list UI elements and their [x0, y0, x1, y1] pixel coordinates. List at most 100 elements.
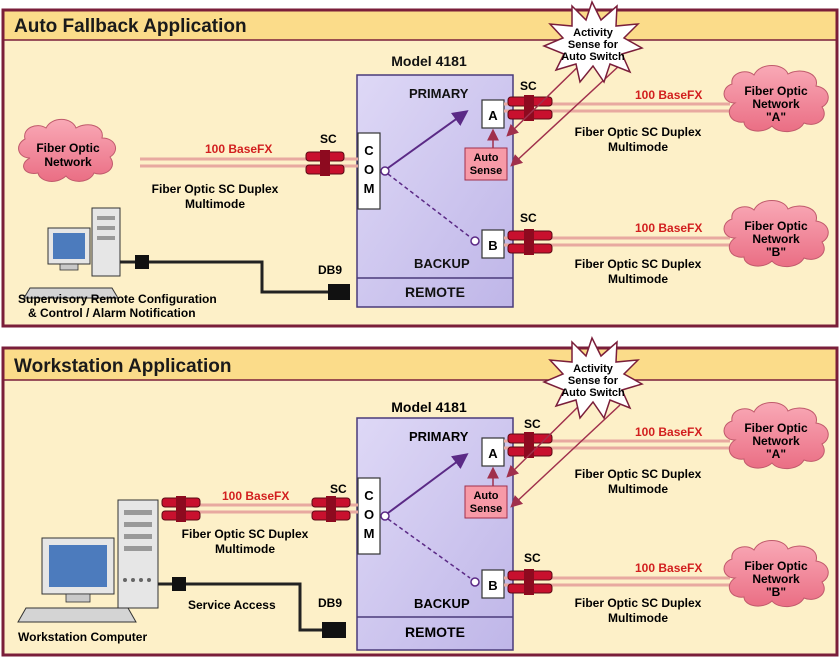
backup-label: BACKUP [414, 256, 470, 271]
service-access-label: Service Access [188, 598, 276, 612]
panel-workstation: Workstation Application Model 4181 REMOT… [1, 336, 839, 657]
primary-switch-line [387, 110, 469, 169]
cable-sub-label-left: Multimode [185, 197, 245, 211]
computer-caption-line2: & Control / Alarm Notification [28, 306, 196, 320]
speed-label-a: 100 BaseFX [635, 425, 702, 439]
computer-caption-line1: Supervisory Remote Configuration [18, 292, 217, 306]
cable-sub-label-b: Multimode [608, 611, 668, 625]
cloud-b-line2: Network [752, 572, 800, 586]
cloud-a-line1: Fiber Optic [744, 84, 808, 98]
starburst-line1: Activity [573, 27, 614, 39]
port-b-label: B [488, 238, 497, 253]
backup-switch-line [387, 518, 471, 579]
sc-label-a: SC [520, 79, 537, 93]
cloud-a-line1: Fiber Optic [744, 421, 808, 435]
panel-title-bar [4, 349, 836, 380]
activity-starburst: Activity Sense for Auto Switch [542, 336, 644, 420]
model-label: Model 4181 [391, 399, 467, 415]
cloud-a-line2: Network [752, 97, 800, 111]
port-b-label: B [488, 578, 497, 593]
cloud-b-line1: Fiber Optic [744, 219, 808, 233]
com-letter-m: M [364, 181, 375, 196]
cable-label-left: Fiber Optic SC Duplex [182, 527, 309, 541]
cable-label-left: Fiber Optic SC Duplex [152, 182, 279, 196]
fiber-network-cloud-left: Fiber Optic Network [18, 118, 117, 182]
activity-starburst: Activity Sense for Auto Switch [542, 0, 644, 84]
fiber-network-cloud-a: Fiber Optic Network "A" [723, 65, 829, 133]
com-letter-o: O [364, 162, 374, 177]
port-a [481, 437, 505, 467]
primary-switch-line [387, 453, 469, 514]
cable-sub-label-b: Multimode [608, 272, 668, 286]
fiber-network-cloud-a: Fiber Optic Network "A" [723, 402, 829, 470]
sc-label-left: SC [330, 482, 347, 496]
starburst-line2: Sense for [568, 375, 619, 387]
cable-label-a: Fiber Optic SC Duplex [575, 467, 702, 481]
cloud-b-line3: "B" [766, 245, 786, 259]
panel-title: Auto Fallback Application [14, 16, 247, 37]
sc-label-a: SC [524, 417, 541, 431]
cloud-left-line2: Network [44, 155, 92, 169]
panel-auto-fallback: Auto Fallback Application Model 4181 REM… [1, 0, 839, 328]
speed-label-b: 100 BaseFX [635, 221, 702, 235]
auto-sense-line1: Auto [473, 490, 498, 502]
port-a-label: A [488, 108, 498, 123]
auto-sense-line1: Auto [473, 152, 498, 164]
supervisory-computer [23, 207, 149, 299]
auto-sense-box [464, 147, 508, 181]
sc-connector-a [507, 432, 553, 458]
sc-connector-left [305, 150, 345, 176]
auto-sense-line2: Sense [470, 165, 502, 177]
starburst-line1: Activity [573, 363, 614, 375]
cable-sub-label-a: Multimode [608, 140, 668, 154]
cloud-b-line2: Network [752, 232, 800, 246]
db9-connector [322, 622, 346, 638]
cloud-a-line3: "A" [766, 110, 786, 124]
sc-label-b: SC [524, 551, 541, 565]
cloud-b-line1: Fiber Optic [744, 559, 808, 573]
cloud-b-line3: "B" [766, 585, 786, 599]
com-letter-c: C [364, 143, 374, 158]
workstation-computer [17, 499, 186, 623]
sc-connector-b [507, 569, 553, 595]
backup-switch-line [387, 173, 471, 238]
model-label: Model 4181 [391, 53, 467, 69]
db9-connector [328, 284, 350, 300]
speed-label-b: 100 BaseFX [635, 561, 702, 575]
fiber-network-cloud-b: Fiber Optic Network "B" [723, 540, 829, 608]
panel-title-bar [4, 11, 836, 40]
starburst-line2: Sense for [568, 39, 619, 51]
port-a [481, 99, 505, 129]
sc-connector-left [311, 496, 351, 522]
sc-label-b: SC [520, 211, 537, 225]
cable-label-b: Fiber Optic SC Duplex [575, 257, 702, 271]
speed-label-a: 100 BaseFX [635, 88, 702, 102]
primary-label: PRIMARY [409, 429, 469, 444]
cable-sub-label-a: Multimode [608, 482, 668, 496]
remote-label: REMOTE [405, 284, 465, 300]
computer-caption-line1: Workstation Computer [18, 630, 147, 644]
com-letter-c: C [364, 488, 374, 503]
device-model-4181 [356, 74, 514, 308]
cable-sub-label-left: Multimode [215, 542, 275, 556]
com-letter-m: M [364, 526, 375, 541]
speed-label-left: 100 BaseFX [222, 489, 289, 503]
cloud-a-line2: Network [752, 434, 800, 448]
auto-sense-line2: Sense [470, 503, 502, 515]
cable-label-a: Fiber Optic SC Duplex [575, 125, 702, 139]
port-a-label: A [488, 446, 498, 461]
cable-label-b: Fiber Optic SC Duplex [575, 596, 702, 610]
remote-label: REMOTE [405, 624, 465, 640]
sc-connector-left-pc [161, 496, 201, 522]
sc-connector-b [507, 229, 553, 255]
primary-label: PRIMARY [409, 86, 469, 101]
fiber-network-cloud-b: Fiber Optic Network "B" [723, 200, 829, 268]
com-letter-o: O [364, 507, 374, 522]
cloud-left-line1: Fiber Optic [36, 141, 100, 155]
cloud-a-line3: "A" [766, 447, 786, 461]
sc-label-left: SC [320, 132, 337, 146]
starburst-line3: Auto Switch [561, 387, 625, 399]
db9-label: DB9 [318, 596, 342, 610]
auto-sense-box [464, 485, 508, 519]
